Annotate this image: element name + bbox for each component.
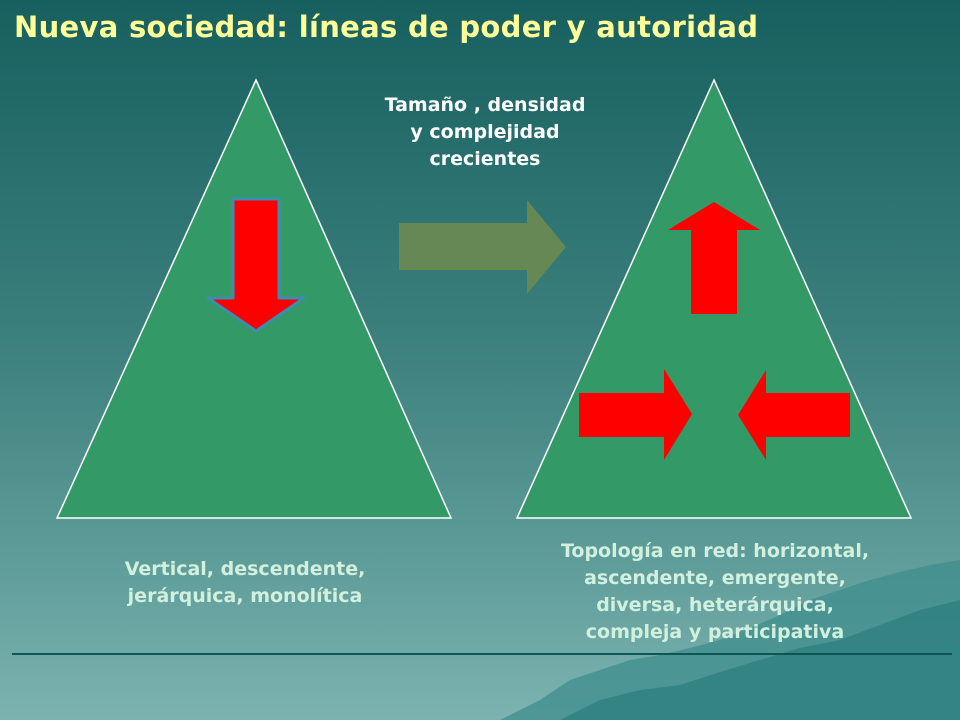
bottom-divider: [12, 653, 952, 655]
slide-title: Nueva sociedad: líneas de poder y autori…: [14, 10, 759, 44]
left-arrow-icon: [738, 370, 850, 460]
right-arrow-icon: [579, 369, 692, 460]
transition-label: Tamaño , densidad y complejidad crecient…: [384, 94, 586, 170]
mountain-decoration-front: [560, 600, 960, 720]
network-caption: Topología en red: horizontal, ascendente…: [560, 540, 870, 643]
up-arrow-icon: [668, 202, 760, 314]
down-arrow-icon: [206, 197, 306, 333]
hierarchy-caption: Vertical, descendente, jerárquica, monol…: [124, 558, 366, 607]
right-arrow-icon: [399, 200, 566, 294]
